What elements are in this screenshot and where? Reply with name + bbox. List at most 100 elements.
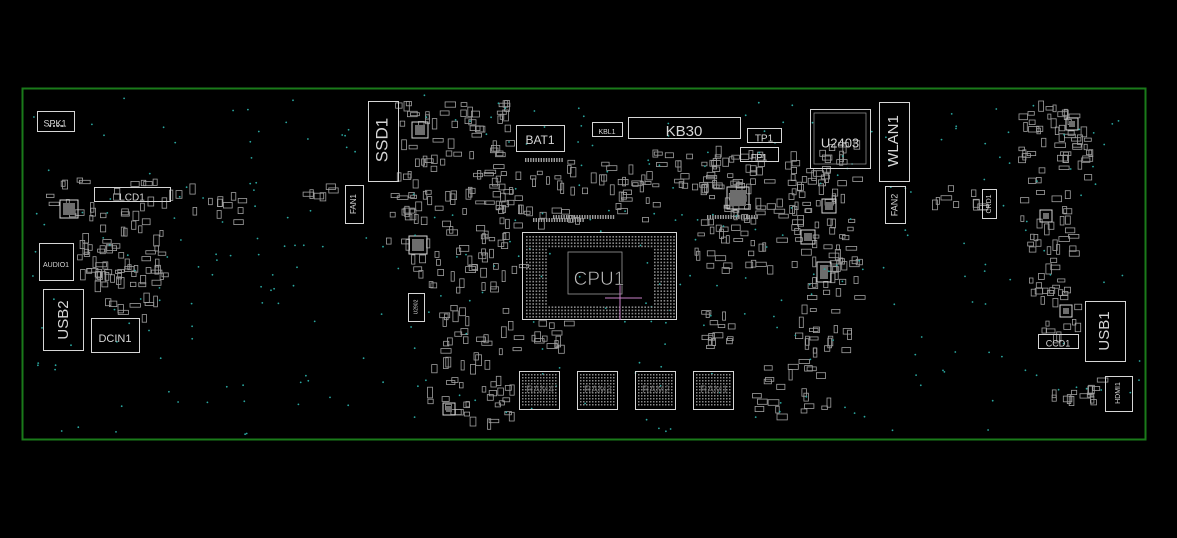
component-outline	[1085, 301, 1126, 362]
bga-ball	[528, 398, 530, 400]
smd-part	[1068, 233, 1080, 239]
bga-ball	[673, 274, 675, 276]
via	[665, 321, 667, 324]
via	[180, 239, 182, 241]
via	[861, 268, 864, 271]
via	[414, 234, 416, 237]
bga-ball	[538, 248, 541, 251]
smd-part	[601, 174, 608, 182]
bga-ball	[589, 392, 591, 394]
bga-ball	[586, 392, 588, 394]
smd-part	[409, 208, 417, 221]
smd-part	[435, 259, 441, 266]
component-bat1[interactable]: BAT1	[516, 125, 565, 152]
via	[580, 125, 583, 127]
bga-ball	[654, 258, 656, 260]
component-outline	[345, 185, 364, 224]
component-u2902[interactable]: U2902	[408, 293, 425, 322]
component-spk1[interactable]: SPK1	[37, 111, 75, 132]
component-ram1[interactable]: RAM1	[693, 371, 734, 410]
smd-part	[791, 260, 798, 268]
component-audio1[interactable]: AUDIO1	[39, 243, 74, 281]
bga-ball	[526, 290, 528, 292]
component-outline	[37, 111, 75, 132]
bga-ball	[537, 374, 539, 376]
bga-ball	[638, 377, 640, 379]
pin	[556, 218, 558, 222]
component-kb30[interactable]: KB30	[628, 117, 741, 140]
bga-ball	[618, 236, 621, 238]
bga-ball	[545, 258, 547, 260]
smd-part	[809, 308, 817, 312]
smd-part	[652, 183, 660, 188]
bga-ball	[554, 239, 557, 241]
component-hdmi1[interactable]: HDMI1	[1105, 376, 1133, 412]
component-ccd1[interactable]: CCD1	[1038, 334, 1079, 349]
component-fan1[interactable]: FAN1	[345, 185, 364, 224]
component-ssd1[interactable]: SSD1	[368, 101, 399, 182]
bga-ball	[526, 264, 528, 267]
component-dcin1[interactable]: DCIN1	[91, 318, 140, 353]
component-ram3[interactable]: RAM3	[577, 371, 618, 410]
bga-ball	[653, 380, 655, 382]
bga-ball	[660, 284, 662, 286]
bga-ball	[528, 377, 530, 379]
via	[722, 225, 725, 228]
smd-part	[848, 218, 856, 223]
bga-ball	[542, 280, 544, 283]
bga-ball	[647, 404, 649, 406]
smd-part	[1057, 154, 1068, 162]
smd-part	[558, 344, 565, 354]
component-kbl1[interactable]: KBL1	[592, 122, 623, 137]
smd-part	[819, 149, 826, 157]
ic-package	[411, 121, 429, 139]
bga-ball	[610, 383, 612, 385]
bga-ball	[665, 386, 667, 388]
bga-ball	[670, 309, 672, 312]
bga-ball	[532, 245, 534, 248]
bga-ball	[529, 316, 531, 318]
bga-ball	[538, 255, 541, 257]
smd-part	[434, 251, 440, 258]
bga-ball	[673, 300, 675, 302]
bga-ball	[555, 383, 557, 385]
component-cpu1[interactable]: CPU1	[522, 232, 677, 321]
smd-part	[1023, 122, 1028, 132]
bga-ball	[650, 389, 652, 391]
bga-ball	[580, 386, 582, 388]
bga-ball	[574, 312, 576, 315]
bga-ball	[670, 277, 672, 280]
via	[508, 141, 510, 143]
component-fan2[interactable]: FAN2	[885, 186, 906, 224]
component-u2403[interactable]: U2403	[810, 109, 871, 169]
via	[1025, 220, 1028, 223]
bga-ball	[604, 389, 606, 391]
component-ram2[interactable]: RAM2	[635, 371, 676, 410]
pin	[740, 215, 743, 219]
bga-ball	[535, 248, 538, 251]
component-lcd1[interactable]: LCD1	[94, 187, 171, 204]
smd-part	[745, 261, 754, 269]
component-usb1[interactable]: USB1	[1085, 301, 1126, 362]
bga-ball	[554, 242, 557, 244]
component-ram4[interactable]: RAM4	[519, 371, 560, 410]
component-wlan1[interactable]: WLAN1	[879, 102, 910, 182]
bga-ball	[607, 389, 609, 391]
bga-ball	[702, 392, 704, 394]
smd-part	[773, 208, 786, 214]
bga-ball	[535, 287, 538, 289]
smd-part	[801, 176, 808, 183]
component-usb2[interactable]: USB2	[43, 289, 84, 351]
bga-ball	[729, 386, 731, 388]
via	[158, 299, 161, 302]
via	[882, 266, 885, 269]
pin	[599, 215, 602, 219]
component-crd1[interactable]: CRD1	[982, 189, 997, 219]
bga-ball	[656, 380, 658, 382]
bga-ball	[673, 258, 675, 260]
component-tp1[interactable]: TP1	[747, 128, 782, 145]
bga-ball	[589, 380, 591, 382]
bga-ball	[638, 383, 640, 385]
component-fp1[interactable]: FP1	[740, 147, 779, 163]
